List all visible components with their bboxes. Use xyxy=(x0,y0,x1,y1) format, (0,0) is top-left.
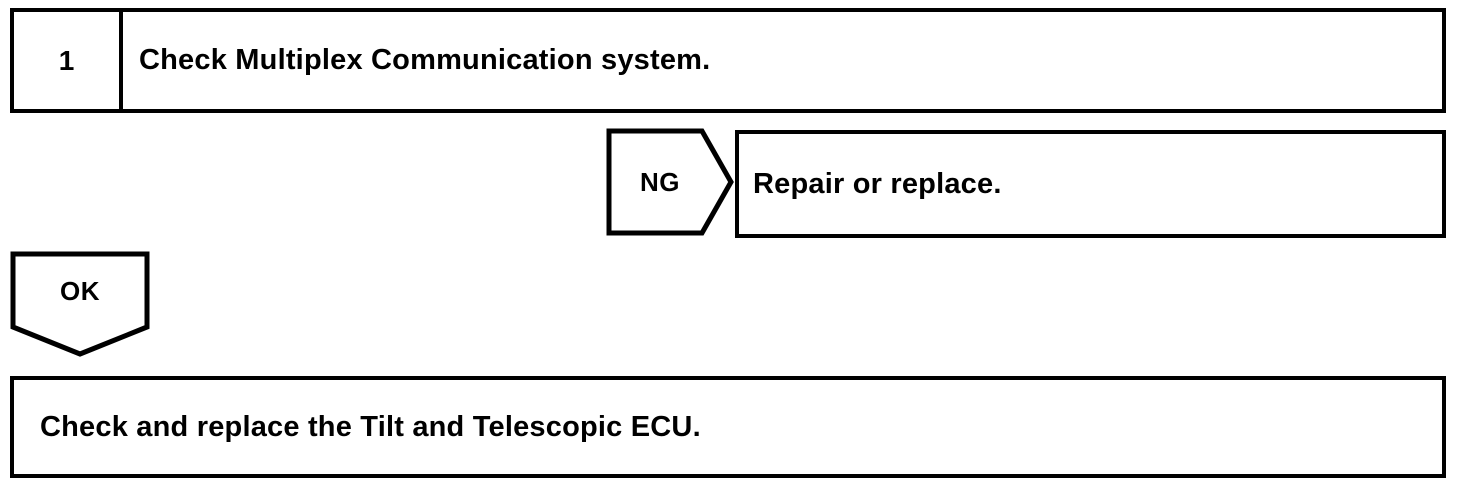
step-instruction-cell: Check Multiplex Communication system. xyxy=(123,12,1442,109)
step-number: 1 xyxy=(58,44,75,76)
step-number-cell: 1 xyxy=(14,12,123,109)
final-action-box: Check and replace the Tilt and Telescopi… xyxy=(10,376,1446,478)
final-action-text: Check and replace the Tilt and Telescopi… xyxy=(40,410,701,443)
ng-result-text: Repair or replace. xyxy=(753,167,1002,200)
ok-pentagon-icon xyxy=(10,251,150,357)
step-row: 1 Check Multiplex Communication system. xyxy=(10,8,1446,113)
ng-branch-tag: NG xyxy=(606,128,734,236)
ok-branch-tag: OK xyxy=(10,251,150,357)
ng-result-box: Repair or replace. xyxy=(735,130,1446,238)
ng-branch-label: NG xyxy=(640,166,680,197)
ng-pentagon-icon xyxy=(606,128,734,236)
step-instruction-text: Check Multiplex Communication system. xyxy=(139,44,711,76)
ok-branch-label: OK xyxy=(60,275,100,306)
